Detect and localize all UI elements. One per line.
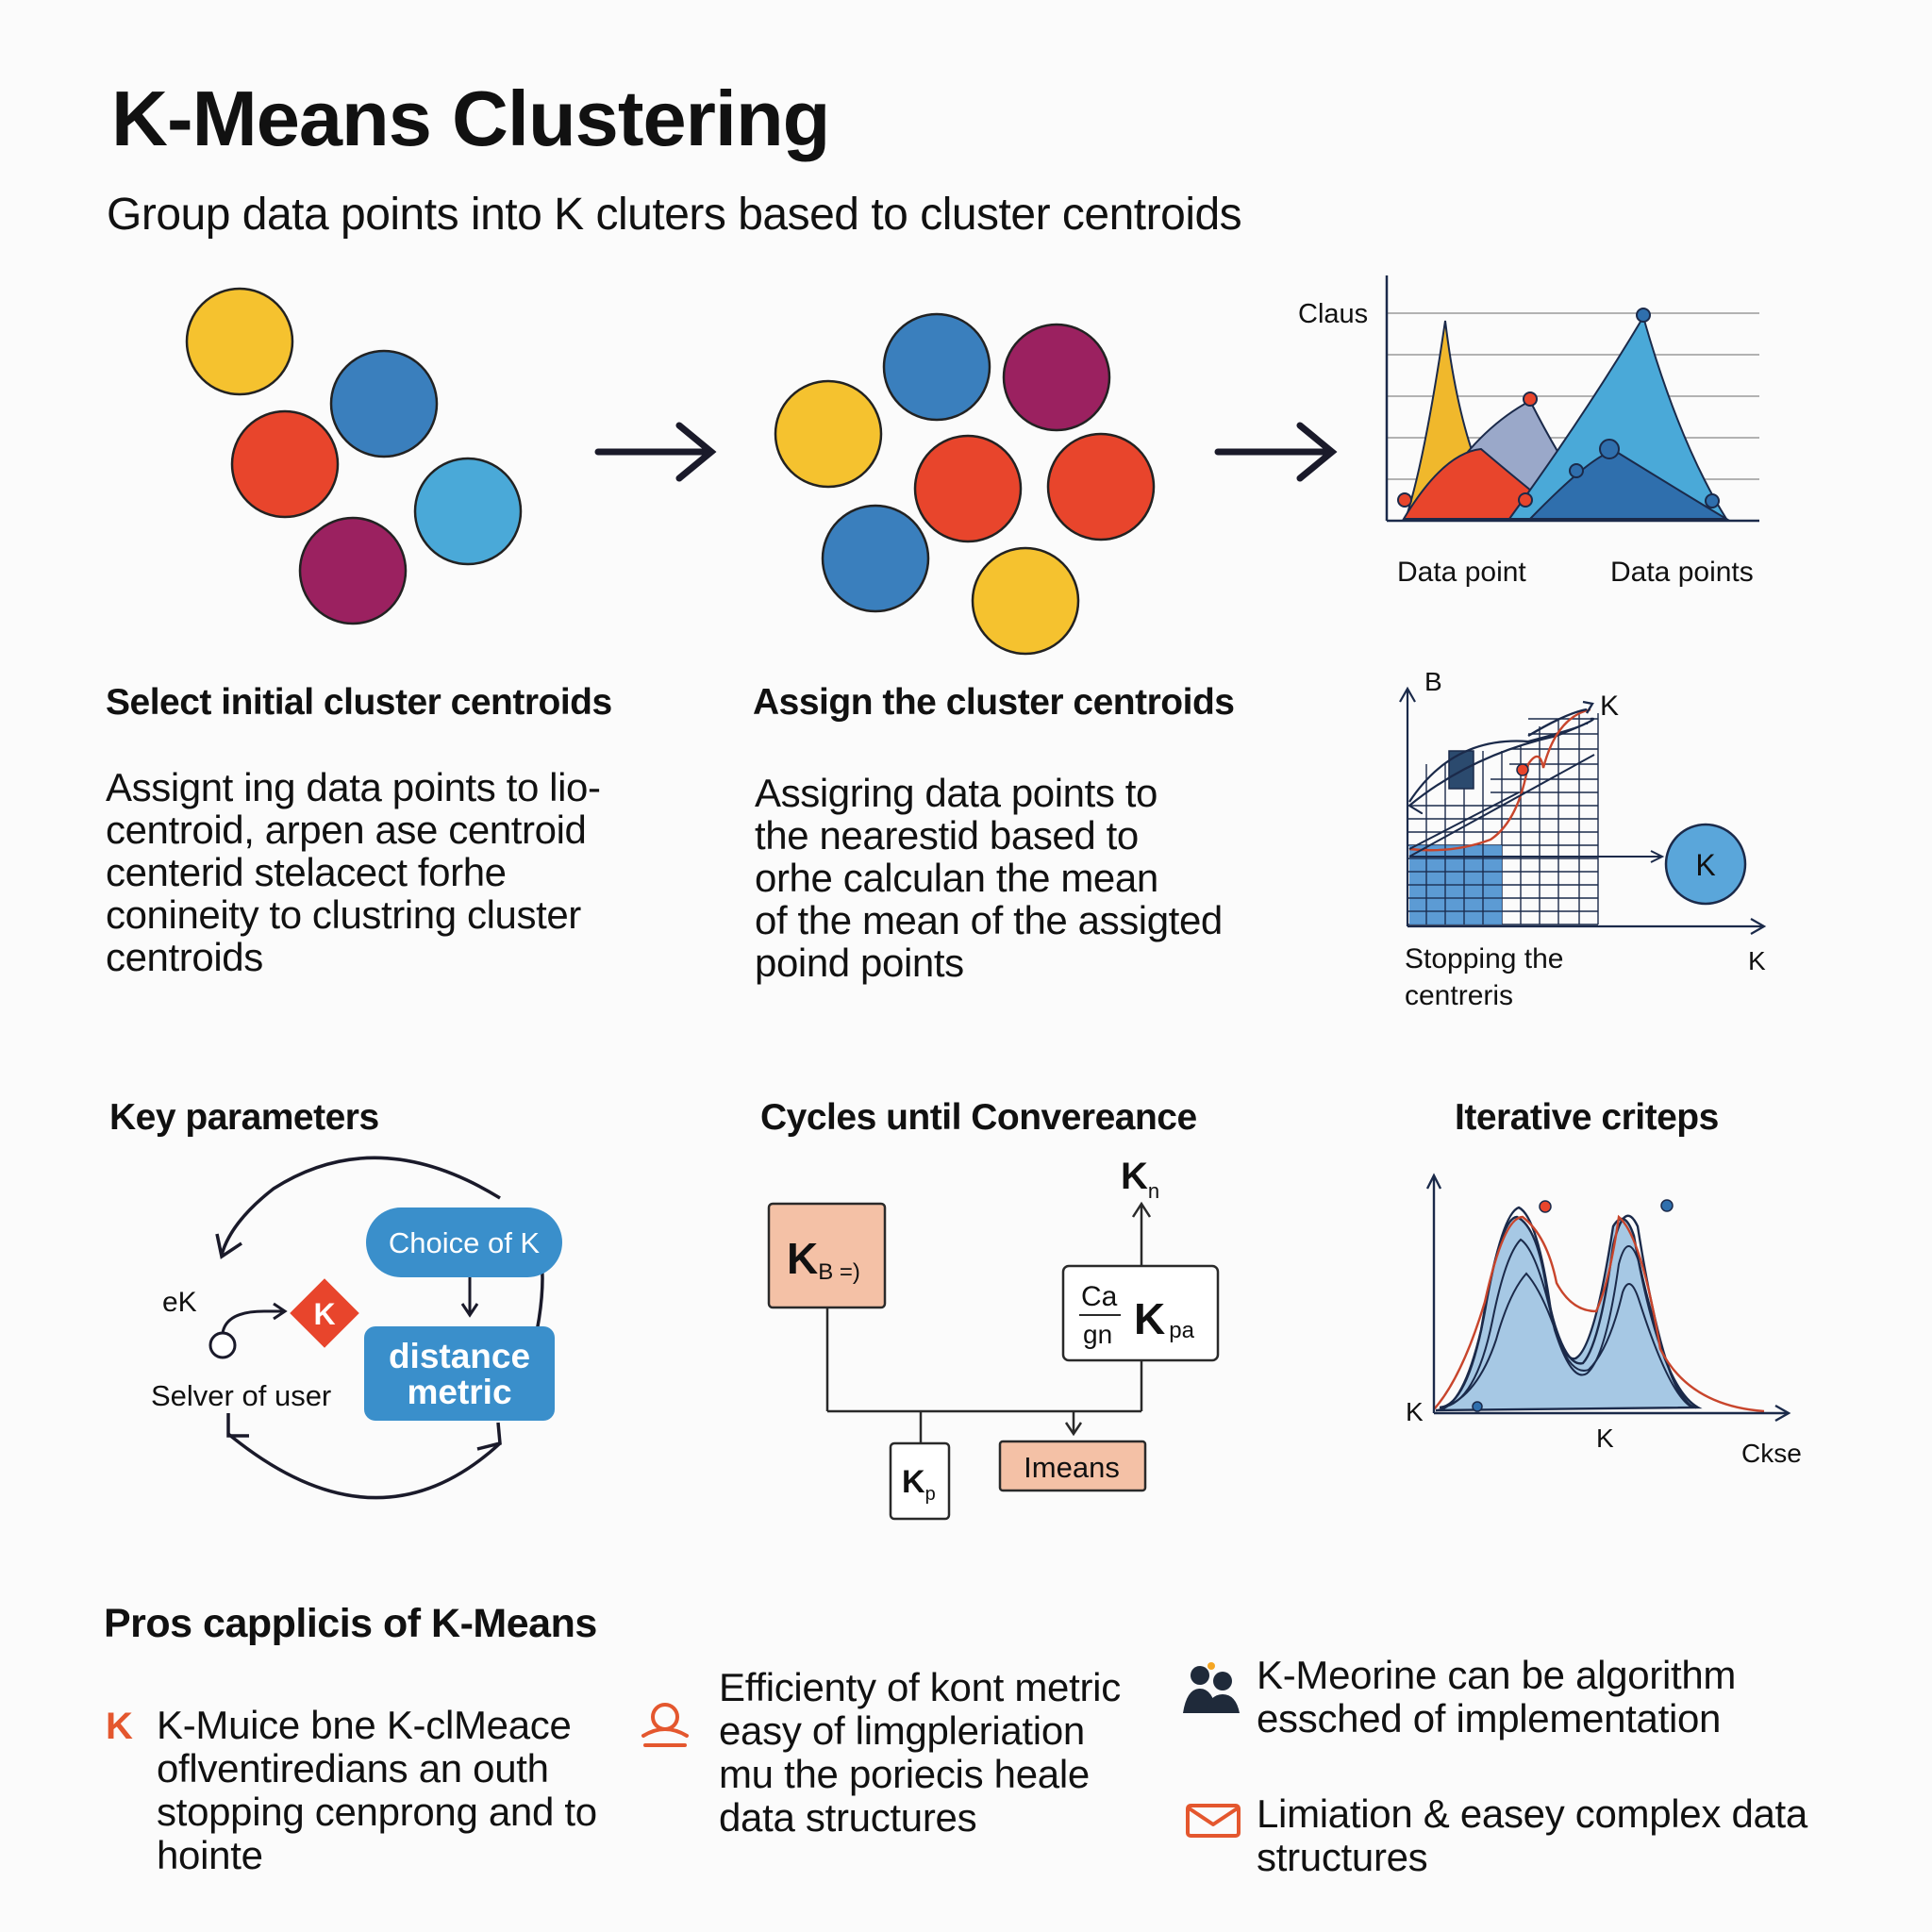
ca-bottom: gn bbox=[1083, 1320, 1112, 1349]
envelope-icon bbox=[1186, 1804, 1241, 1838]
page-title: K-Means Clustering bbox=[111, 75, 830, 162]
distance-metric-line2: metric bbox=[407, 1373, 511, 1411]
kp-box bbox=[889, 1441, 951, 1521]
grid-x-label: K bbox=[1748, 946, 1766, 975]
pros-item-2: Efficienty of kont metric easy of limgpl… bbox=[719, 1665, 1121, 1840]
pros-item-4: Limiation & easey complex data structure… bbox=[1257, 1791, 1807, 1879]
curve-marker bbox=[1516, 763, 1529, 776]
peak-marker bbox=[1599, 439, 1620, 459]
distance-metric-line1: distance bbox=[389, 1337, 530, 1375]
people-icon bbox=[1183, 1662, 1240, 1713]
iterative-x-label: K bbox=[1596, 1424, 1614, 1453]
chart-ylabel: Claus bbox=[1298, 299, 1368, 329]
grid-curve-label: K bbox=[1600, 691, 1619, 722]
step-2-body: Assigring data points to the nearestid b… bbox=[755, 771, 1223, 985]
assigned-purple-point bbox=[1002, 323, 1111, 432]
peak-marker bbox=[1636, 308, 1651, 323]
initial-blue-point bbox=[329, 349, 439, 458]
chart-xlabel-right: Data points bbox=[1610, 557, 1754, 588]
arrow-right-icon bbox=[1214, 422, 1338, 482]
step-1-heading: Select initial cluster centroids bbox=[106, 682, 612, 723]
convergence-grid-chart: K B K K Stopping the centreris bbox=[1399, 667, 1767, 1011]
page-subtitle: Group data points into K cluters based t… bbox=[107, 190, 1242, 240]
assigned-red-point bbox=[913, 434, 1023, 543]
peak-marker bbox=[1705, 493, 1720, 508]
top-k: Kn bbox=[1121, 1156, 1159, 1203]
selver-label: Selver of user bbox=[151, 1379, 331, 1412]
arrow-down-icon bbox=[1064, 1422, 1083, 1437]
arrow-head-icon bbox=[476, 1422, 502, 1451]
peak-marker bbox=[1569, 463, 1584, 478]
chart-xlabel-left: Data point bbox=[1397, 557, 1526, 588]
assigned-red-point-2 bbox=[1046, 432, 1156, 541]
arrow-head-icon bbox=[215, 1233, 242, 1259]
k-letter-icon: K bbox=[106, 1706, 133, 1747]
cluster-density-chart: Claus Data point Data points bbox=[1298, 275, 1759, 588]
pros-item-1: K-Muice bne K-clMeace oflventiredians an… bbox=[157, 1703, 597, 1877]
key-parameters-diagram: K Choice of K distance metric eK Selver … bbox=[151, 1156, 562, 1500]
grid-caption-line2: centreris bbox=[1405, 980, 1513, 1011]
peak-marker bbox=[1539, 1200, 1552, 1213]
imeans-box bbox=[998, 1440, 1147, 1492]
assigned-blue-point bbox=[882, 312, 991, 422]
choice-of-k-label: Choice of K bbox=[389, 1226, 541, 1259]
arrow-up-icon bbox=[1131, 1201, 1152, 1218]
arrow-up-icon bbox=[1399, 686, 1416, 926]
peak-marker bbox=[1397, 492, 1412, 508]
initial-purple-point bbox=[298, 516, 408, 625]
iterative-x-end-label: Ckse bbox=[1741, 1439, 1802, 1468]
initial-light-blue-point bbox=[413, 457, 523, 566]
base-marker bbox=[1472, 1401, 1483, 1412]
grid-caption-line1: Stopping the bbox=[1405, 943, 1563, 974]
arrow-head-icon bbox=[226, 1413, 249, 1438]
k-node bbox=[1664, 823, 1747, 906]
arrow-down-icon bbox=[460, 1303, 479, 1318]
assigned-yellow-point-2 bbox=[971, 546, 1080, 656]
peak-marker bbox=[1660, 1199, 1674, 1212]
initial-red-point bbox=[230, 409, 340, 519]
iterative-density-chart: K K Ckse bbox=[1406, 1173, 1802, 1468]
step-1-body: Assignt ing data points to lio- centroid… bbox=[106, 765, 601, 979]
peak-marker bbox=[1518, 492, 1533, 508]
ca-top: Ca bbox=[1081, 1281, 1118, 1312]
choice-of-k-pill bbox=[366, 1208, 562, 1277]
pros-heading: Pros capplicis of K-Means bbox=[104, 1601, 597, 1646]
cycles-heading: Cycles until Convereance bbox=[760, 1097, 1197, 1138]
k-diamond-label: K bbox=[313, 1297, 335, 1331]
lamp-icon bbox=[641, 1703, 689, 1747]
iterative-heading: Iterative criteps bbox=[1455, 1097, 1719, 1138]
peak-marker bbox=[1523, 391, 1538, 407]
k-node-label: K bbox=[1695, 848, 1715, 882]
initial-yellow-point bbox=[185, 287, 294, 396]
step-2-heading: Assign the cluster centroids bbox=[753, 682, 1235, 723]
cluster-illustration bbox=[185, 287, 1338, 656]
kp-label: Kp bbox=[902, 1464, 936, 1505]
assigned-blue-point-2 bbox=[821, 504, 930, 613]
k-diamond bbox=[290, 1278, 359, 1348]
ek-label: eK bbox=[162, 1287, 197, 1318]
kb-box-label: KB =) bbox=[787, 1234, 860, 1285]
pros-item-3: K-Meorine can be algorithm essched of im… bbox=[1257, 1653, 1737, 1740]
iterative-y-label: K bbox=[1406, 1397, 1424, 1426]
arrow-right-icon bbox=[594, 422, 717, 482]
grid-y-label: B bbox=[1424, 667, 1442, 696]
imeans-label: Imeans bbox=[1024, 1451, 1120, 1484]
user-node bbox=[208, 1331, 237, 1359]
assigned-yellow-point bbox=[774, 379, 883, 489]
arrow-head-icon bbox=[273, 1302, 288, 1321]
distance-metric-box bbox=[364, 1326, 555, 1421]
key-parameters-heading: Key parameters bbox=[109, 1097, 379, 1138]
